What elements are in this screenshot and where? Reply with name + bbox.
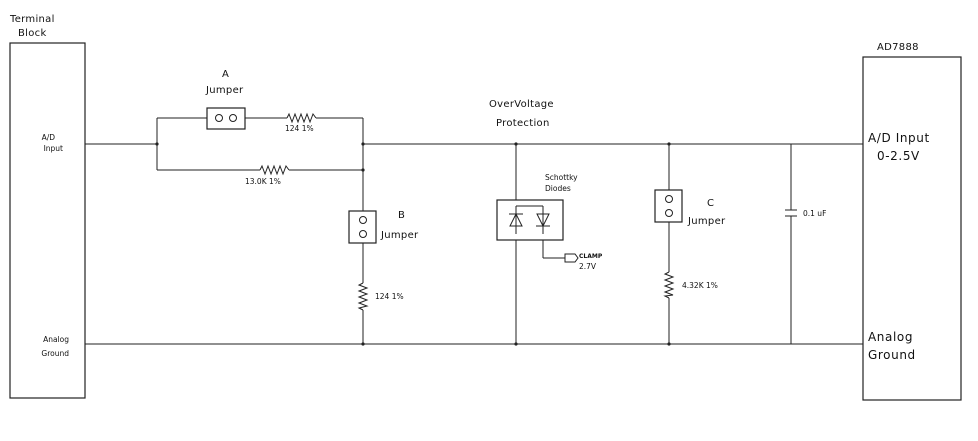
- ad7888-box: [862, 56, 962, 401]
- jumper-c: C Jumper: [654, 189, 726, 227]
- clamp-value: 2.7V: [579, 262, 597, 271]
- overvoltage-label-line1: OverVoltage: [489, 99, 554, 110]
- jumper-a: A Jumper: [205, 69, 246, 130]
- ad7888-title: AD7888: [877, 42, 919, 53]
- schottky-box: [496, 199, 564, 241]
- ad7888-block: AD7888 A/D Input 0-2.5V Analog Ground: [862, 42, 962, 401]
- resistor-parallel: 13.0K 1%: [245, 164, 290, 186]
- analog-ground-label-line1: Analog: [43, 335, 69, 344]
- resistor-b: 124 1%: [357, 282, 404, 311]
- junction-dots: [155, 142, 671, 346]
- overvoltage-label: OverVoltage Protection: [489, 99, 554, 129]
- overvoltage-label-line2: Protection: [496, 118, 550, 129]
- capacitor: 0.1 uF: [785, 209, 826, 218]
- terminal-block-title-line2: Block: [18, 28, 47, 39]
- resistor-b-label: 124 1%: [375, 292, 404, 301]
- terminal-block: Terminal Block A/D Input Analog Ground: [9, 14, 86, 399]
- jumper-b-label: Jumper: [380, 230, 419, 241]
- terminal-block-box: [9, 42, 86, 399]
- jumper-a-label: Jumper: [205, 85, 244, 96]
- resistor-c: 4.32K 1%: [663, 271, 718, 299]
- jumper-c-letter: C: [707, 198, 714, 209]
- schottky-label-line2: Diodes: [545, 184, 571, 193]
- resistor-parallel-label: 13.0K 1%: [245, 177, 281, 186]
- resistor-a-label: 124 1%: [285, 124, 314, 133]
- ad7888-input-label-line2: 0-2.5V: [877, 149, 920, 163]
- jumper-a-letter: A: [222, 69, 229, 80]
- jumper-b-letter: B: [398, 210, 405, 221]
- ad7888-ground-label-line2: Ground: [868, 348, 916, 362]
- jumper-c-label: Jumper: [687, 216, 726, 227]
- ad7888-input-label-line1: A/D Input: [868, 131, 930, 145]
- analog-ground-label-line2: Ground: [41, 349, 69, 358]
- ad7888-ground-label-line1: Analog: [868, 330, 913, 344]
- terminal-block-title-line1: Terminal: [9, 14, 55, 25]
- jumper-a-box: [206, 107, 246, 130]
- resistor-c-label: 4.32K 1%: [682, 281, 718, 290]
- diode-right: [536, 213, 550, 228]
- schottky-label-line1: Schottky: [545, 173, 578, 182]
- signal-wires: [85, 117, 863, 345]
- capacitor-label: 0.1 uF: [803, 209, 826, 218]
- schottky-diodes: Schottky Diodes CLAMP 2.7V: [496, 173, 603, 271]
- ad-input-label-line1: A/D: [42, 133, 56, 142]
- jumper-b: B Jumper: [348, 210, 419, 244]
- resistor-a: 124 1%: [285, 112, 317, 133]
- jumper-c-box: [654, 189, 683, 223]
- clamp-label: CLAMP: [579, 253, 603, 260]
- clamp-connector: [564, 253, 579, 263]
- jumper-b-box: [348, 210, 377, 244]
- ad-input-label-line2: Input: [44, 144, 63, 153]
- diode-left: [509, 212, 523, 227]
